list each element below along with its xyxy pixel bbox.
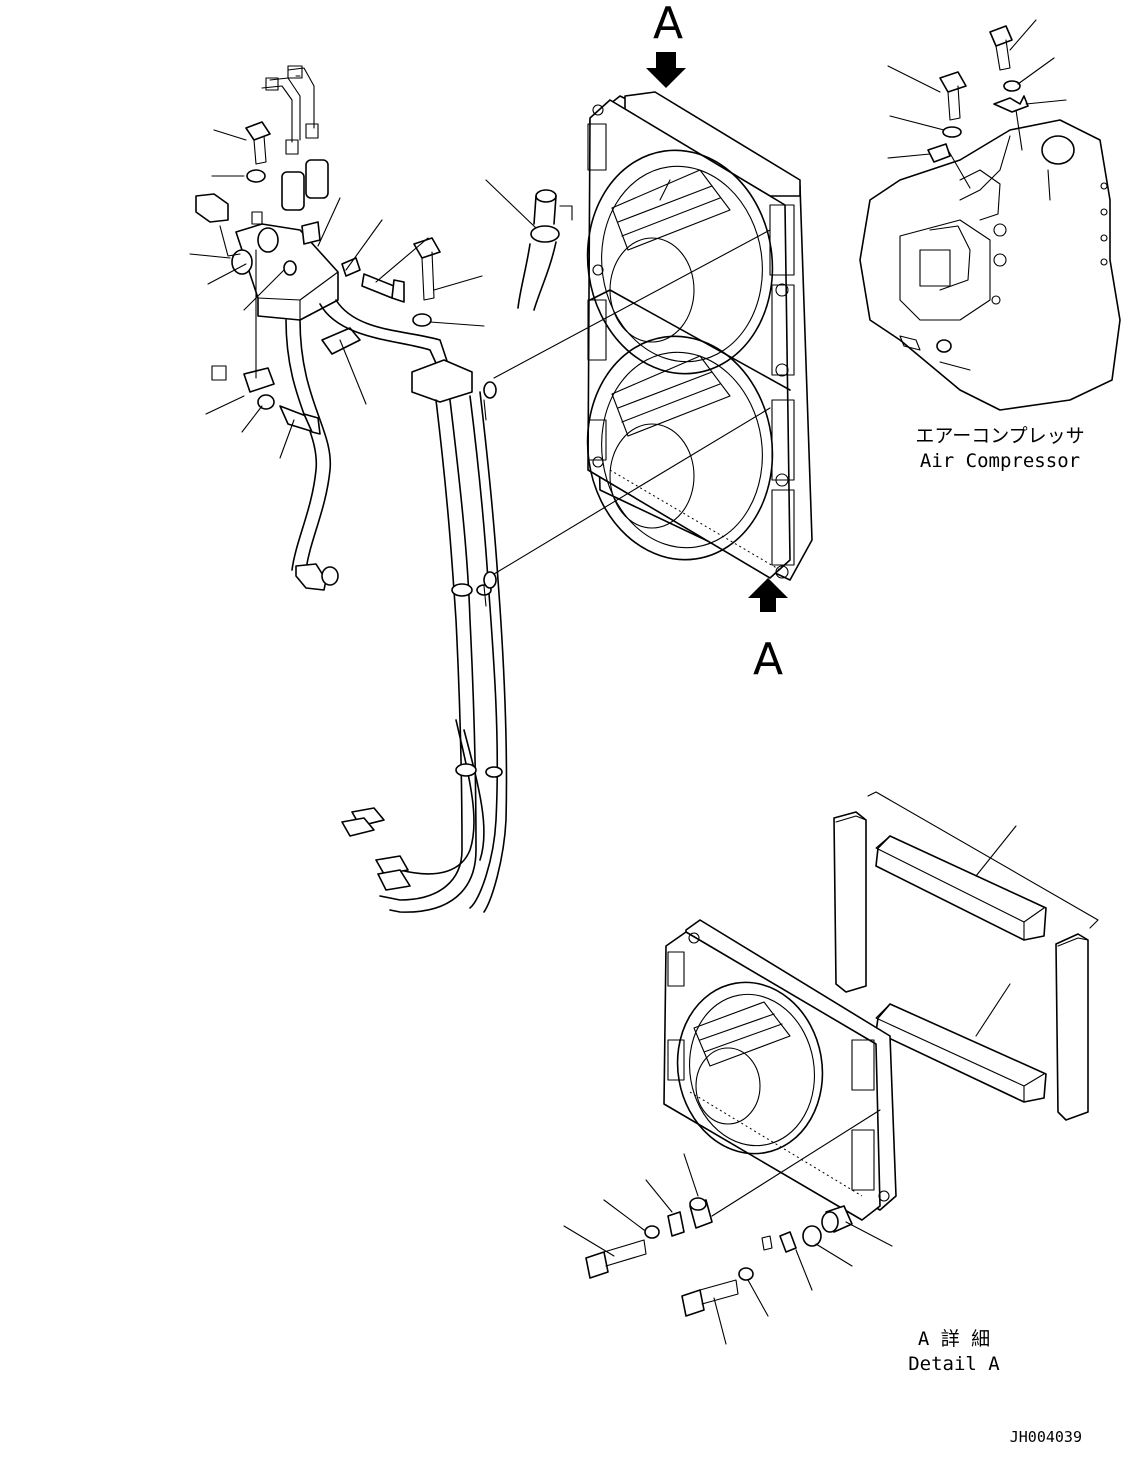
air-compressor-label-ja: エアーコンプレッサ <box>915 425 1084 447</box>
detail-a <box>563 791 1099 1345</box>
up-arrow-icon <box>748 578 788 612</box>
drawing-number: JH004039 <box>1010 1428 1082 1446</box>
detail-label-en: Detail A <box>908 1353 1000 1375</box>
air-compressor <box>859 19 1121 411</box>
view-arrow-top-label: A <box>653 0 683 49</box>
view-arrow-bottom-label: A <box>753 634 783 685</box>
detail-label-ja: A 詳 細 <box>918 1328 990 1350</box>
view-arrow-top: A <box>646 0 686 88</box>
down-arrow-icon <box>646 52 686 88</box>
cooler-assembly <box>586 91 813 581</box>
hose-assembly <box>189 65 771 913</box>
view-arrow-bottom: A <box>748 578 788 685</box>
air-compressor-label-en: Air Compressor <box>920 450 1080 472</box>
